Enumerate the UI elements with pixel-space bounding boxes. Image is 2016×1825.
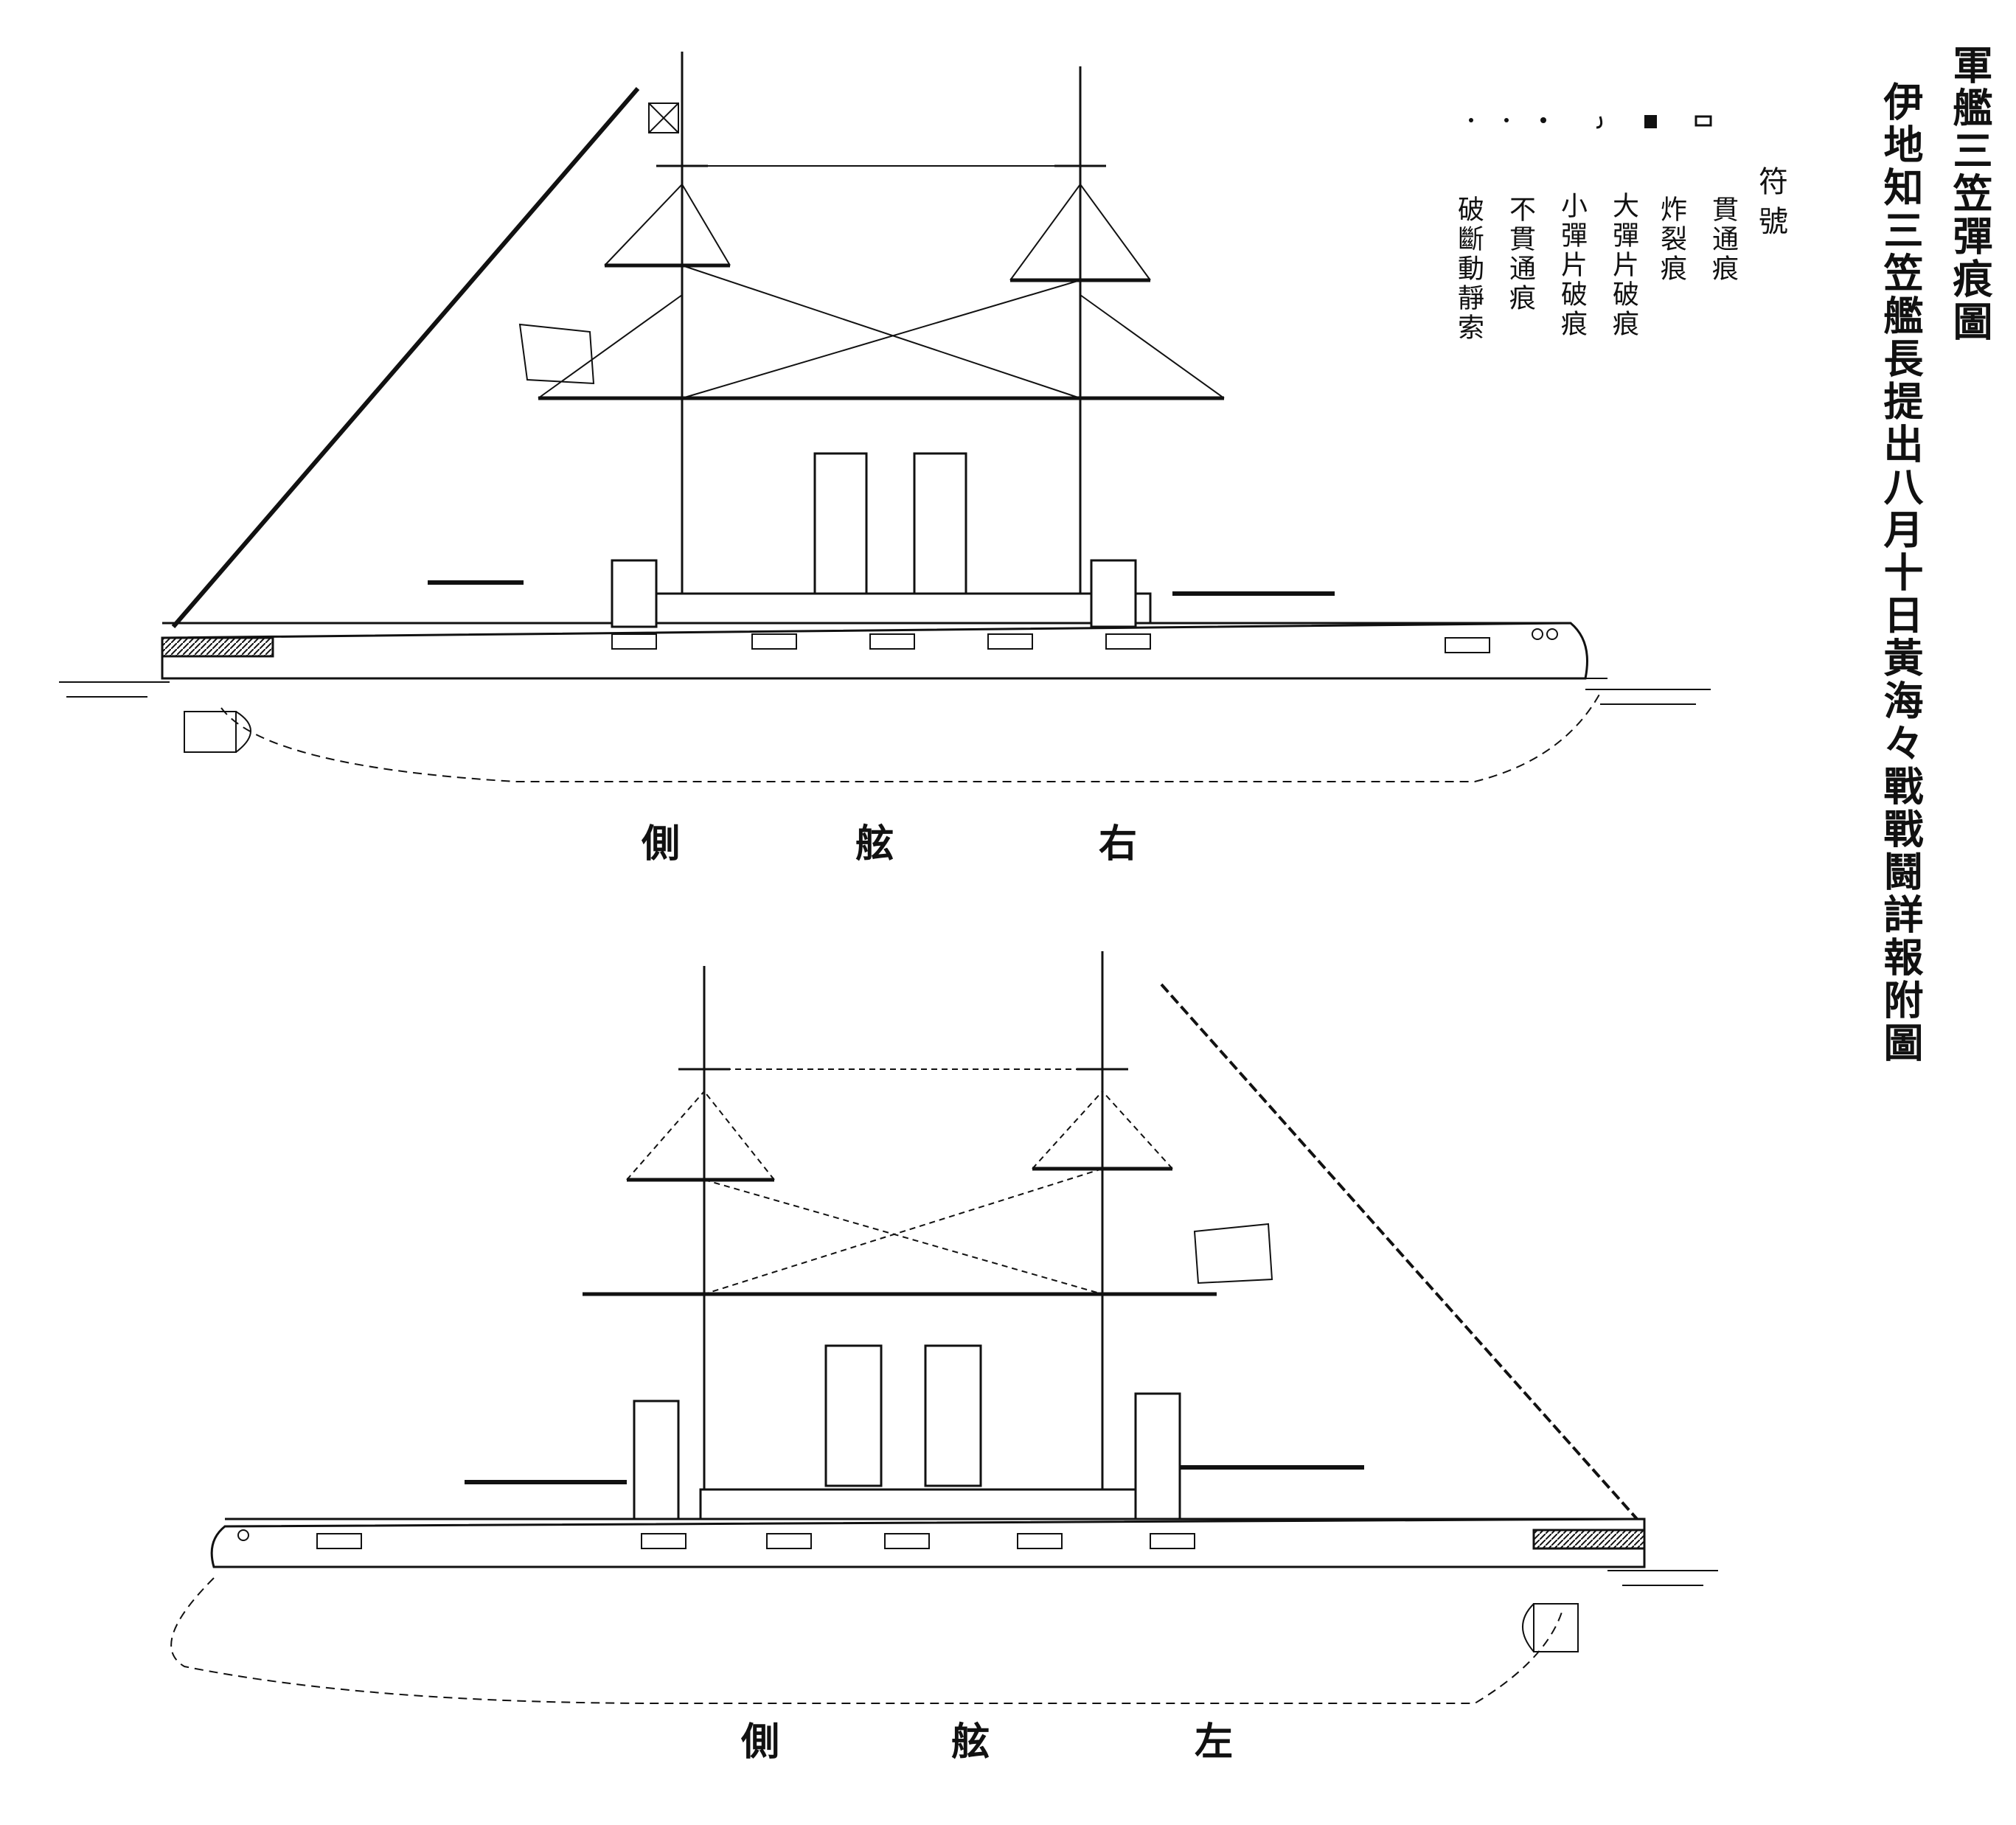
starboard-hull-hatch xyxy=(161,636,274,658)
plate-title: 軍艦三笠彈痕圖 xyxy=(1946,44,1993,344)
port-forestay xyxy=(1160,983,1638,1520)
port-label-char-2: 舷 xyxy=(951,1720,990,1765)
port-ship-drawing xyxy=(170,951,1718,1704)
starboard-label-char-2: 舷 xyxy=(855,821,894,866)
legend-mark-penetration xyxy=(1695,115,1712,127)
legend-item-broken-rigging: 破斷動靜索 xyxy=(1453,195,1484,343)
plate-subtitle: 伊地知三笠艦長提出八月十日黃海々戰戰鬪詳報附圖 xyxy=(1877,81,1924,1065)
starboard-hull xyxy=(161,622,1588,680)
starboard-funnel-fore xyxy=(813,452,868,595)
legend-heading: 符號 xyxy=(1753,166,1787,246)
port-waterline xyxy=(214,1566,1718,1586)
starboard-waterline xyxy=(59,678,1711,705)
legend-mark-non-penetrating xyxy=(1504,118,1509,122)
port-funnel-fore xyxy=(824,1344,883,1487)
legend-item-explosion: 炸裂痕 xyxy=(1656,195,1686,284)
starboard-label-char-3: 右 xyxy=(1099,821,1137,866)
port-ensign xyxy=(1193,1223,1273,1285)
legend-item-small-fragment: 小彈片破痕 xyxy=(1557,192,1587,339)
starboard-ensign xyxy=(518,323,595,385)
starboard-funnel-aft xyxy=(913,452,967,595)
legend-item-large-fragment: 大彈片破痕 xyxy=(1608,192,1638,339)
port-label-char-3: 左 xyxy=(1195,1720,1233,1765)
legend-item-penetration: 貫通痕 xyxy=(1708,195,1738,284)
starboard-label-char-1: 側 xyxy=(641,821,680,866)
starboard-masthead-flag xyxy=(648,102,679,133)
legend-mark-broken-rigging xyxy=(1469,118,1473,122)
port-hull xyxy=(210,1518,1646,1568)
port-hull-hatch xyxy=(1532,1529,1646,1550)
port-side-label: 側 舷 左 xyxy=(740,1720,1233,1765)
starboard-ship-drawing xyxy=(59,52,1711,782)
legend-item-non-penetrating: 不貫通痕 xyxy=(1505,195,1535,313)
port-funnel-aft xyxy=(924,1344,982,1487)
starboard-side-label: 側 舷 右 xyxy=(641,821,1137,866)
port-label-char-1: 側 xyxy=(740,1720,779,1765)
legend-mark-small-fragment xyxy=(1540,117,1546,123)
legend-mark-large-fragment xyxy=(1596,116,1603,129)
starboard-forestay xyxy=(171,87,640,628)
starboard-underwater-hull xyxy=(220,692,1601,782)
legend-mark-explosion xyxy=(1644,115,1657,128)
port-underwater-hull xyxy=(170,1577,1564,1704)
legend-symbol-marks xyxy=(1469,115,1712,129)
